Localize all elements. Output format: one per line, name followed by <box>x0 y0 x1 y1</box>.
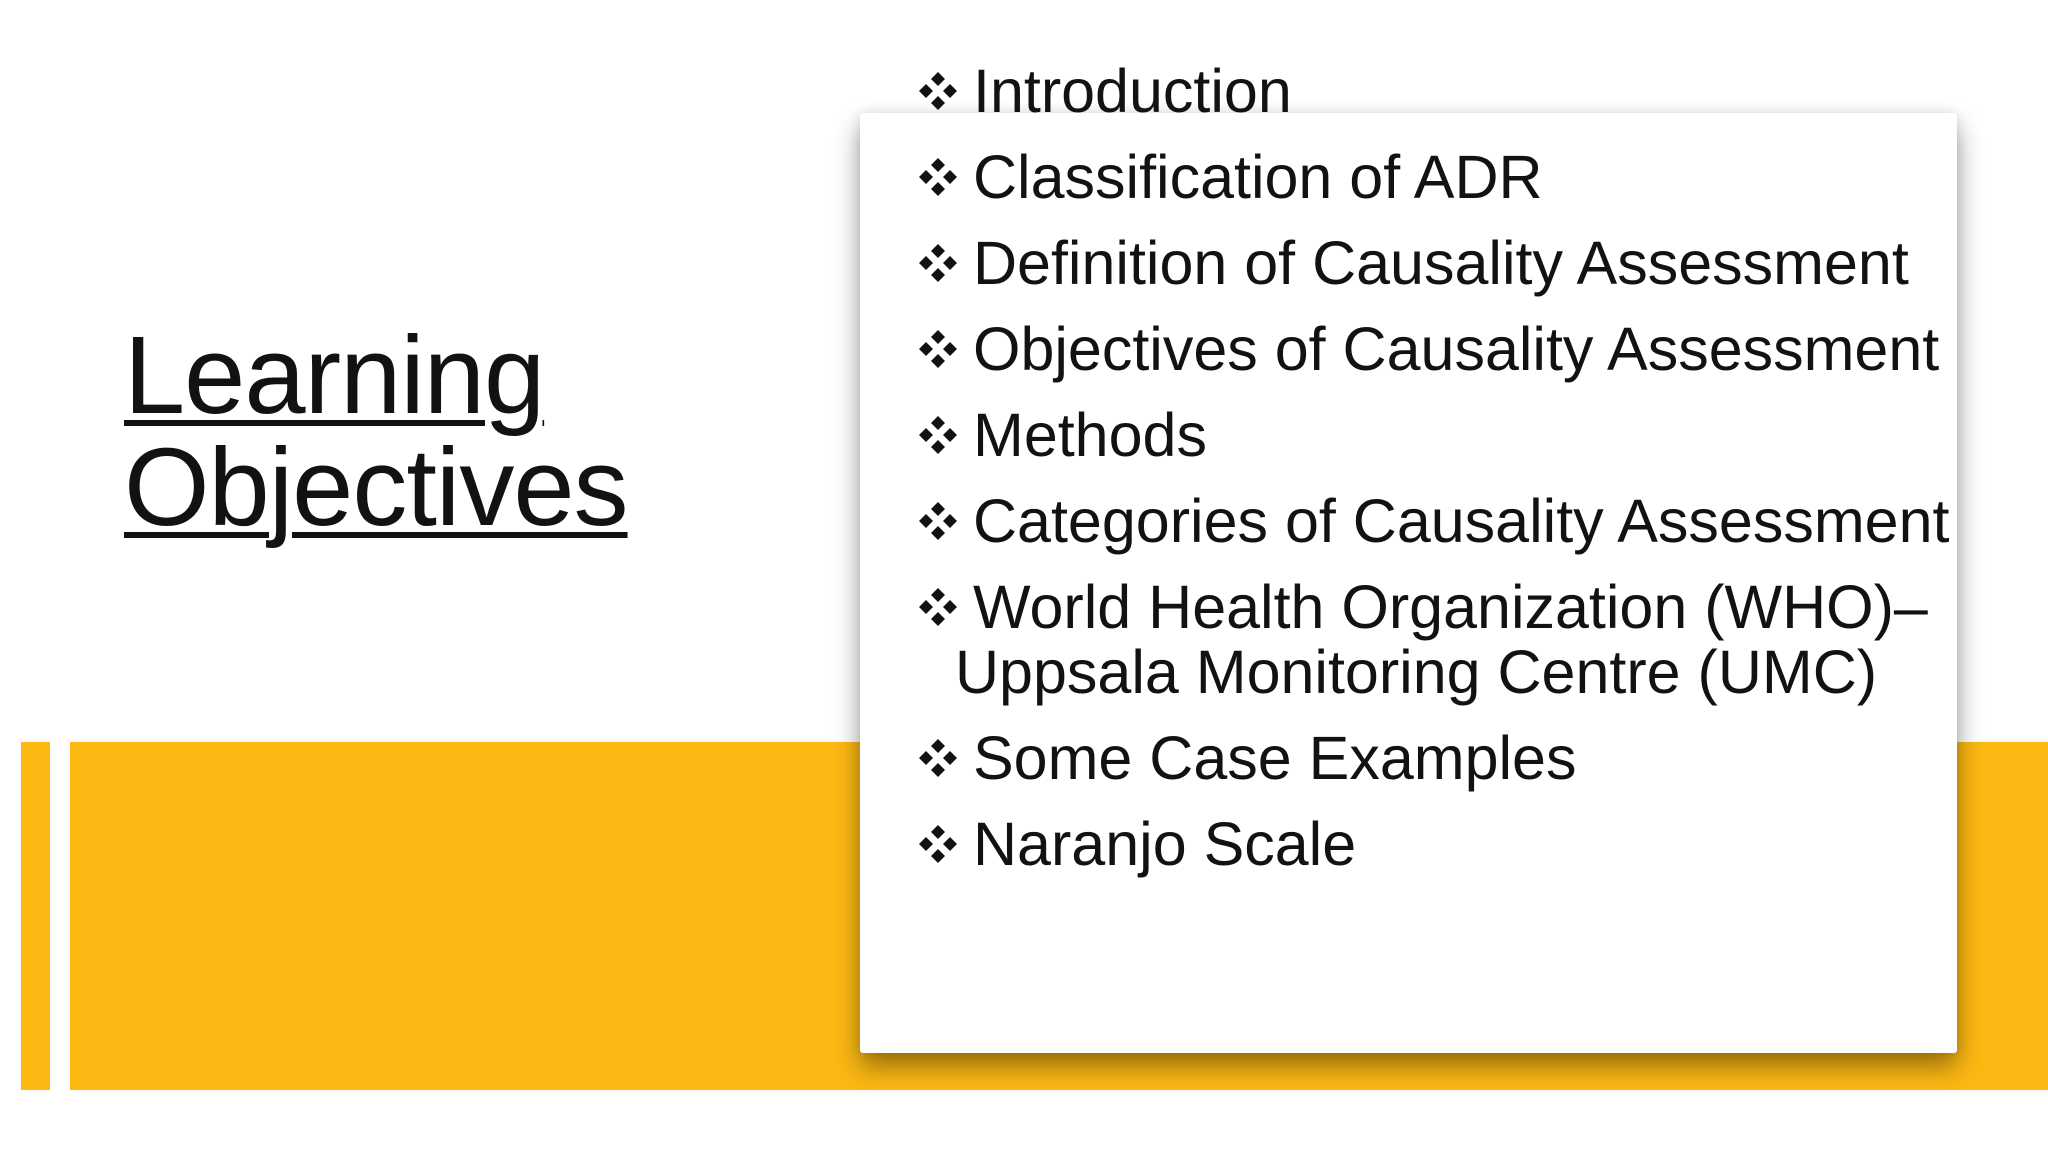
objectives-list: Introduction Classification of ADR Defin… <box>918 59 1953 898</box>
list-item-text: Classification of ADR <box>973 143 1543 211</box>
diamond-bullet-icon <box>918 824 958 864</box>
list-item-text: Objectives of Causality Assessment <box>973 315 1940 383</box>
slide-title-line: Objectives <box>124 425 629 549</box>
list-item-text: Definition of Causality Assessment <box>973 229 1909 297</box>
diamond-bullet-icon <box>918 415 958 455</box>
slide-title-line: Learning <box>124 313 545 437</box>
list-item-text: Naranjo Scale <box>973 810 1357 878</box>
list-item-text: Some Case Examples <box>973 724 1577 792</box>
list-item: Objectives of Causality Assessment <box>918 317 1953 382</box>
list-item-text: Introduction <box>973 57 1292 125</box>
list-item-text-continuation: Uppsala Monitoring Centre (UMC) <box>955 638 1878 706</box>
diamond-bullet-icon <box>918 243 958 283</box>
list-item-text: Categories of Causality Assessment <box>973 487 1950 555</box>
content-panel <box>860 113 1957 1053</box>
list-item: Categories of Causality Assessment <box>918 489 1953 554</box>
diamond-bullet-icon <box>918 329 958 369</box>
list-item: Some Case Examples <box>918 726 1953 791</box>
list-item: Methods <box>918 403 1953 468</box>
diamond-bullet-icon <box>918 157 958 197</box>
diamond-bullet-icon <box>918 587 958 627</box>
list-item: Introduction <box>918 59 1953 124</box>
accent-strip-thin <box>21 742 50 1090</box>
list-item: Definition of Causality Assessment <box>918 231 1953 296</box>
list-item-text: World Health Organization (WHO)– <box>973 573 1928 641</box>
slide-title: Learning Objectives <box>124 313 629 549</box>
diamond-bullet-icon <box>918 738 958 778</box>
list-item: Classification of ADR <box>918 145 1953 210</box>
diamond-bullet-icon <box>918 71 958 111</box>
diamond-bullet-icon <box>918 501 958 541</box>
list-item: Naranjo Scale <box>918 812 1953 877</box>
list-item: World Health Organization (WHO)– Uppsala… <box>918 575 1953 705</box>
list-item-text: Methods <box>973 401 1207 469</box>
